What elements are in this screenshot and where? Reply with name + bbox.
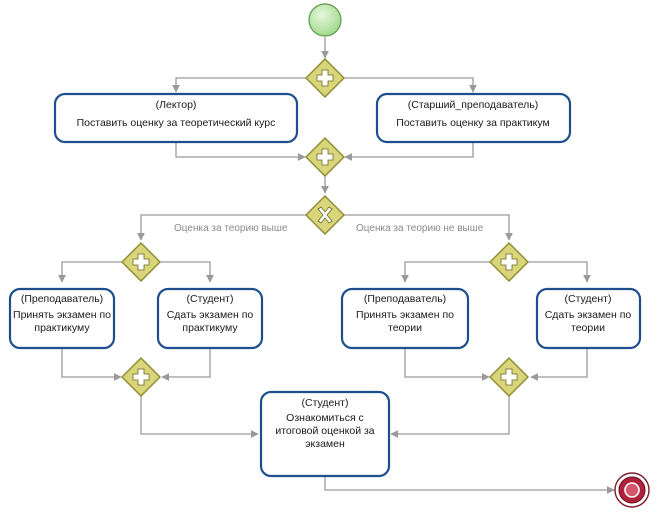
flow-right-split-to-teacher	[401, 261, 491, 283]
condition-label-not-higher: Оценка за теорию не выше	[356, 223, 484, 234]
flow-senior-to-join	[344, 143, 474, 161]
task-role: (Преподаватель)	[21, 293, 103, 305]
flow-split-to-lector	[172, 77, 306, 93]
end-event-center	[624, 482, 640, 498]
task-role: (Старший_преподаватель)	[408, 99, 538, 111]
task-teacher-practice-exam[interactable]: (Преподаватель) Принять экзамен по практ…	[8, 287, 116, 350]
task-label-line2: практикуму	[182, 322, 238, 334]
task-label-line1: Принять экзамен по	[356, 309, 454, 321]
task-role: (Лектор)	[156, 99, 197, 111]
task-label: Поставить оценку за теоретический курс	[77, 117, 276, 129]
task-label-line1: Сдать экзамен по	[545, 309, 632, 321]
flow-teacher-to-right-join	[404, 348, 490, 381]
task-role: (Студент)	[565, 293, 612, 305]
task-teacher-theory-exam[interactable]: (Преподаватель) Принять экзамен по теори…	[340, 287, 470, 350]
plus-icon	[132, 253, 150, 271]
plus-icon	[500, 368, 518, 386]
condition-label-higher: Оценка за теорию выше	[174, 223, 288, 234]
task-final-review[interactable]: (Студент) Ознакомиться с итоговой оценко…	[259, 390, 391, 478]
parallel-gateway-join-right[interactable]	[489, 357, 529, 397]
parallel-gateway-join-left[interactable]	[121, 357, 161, 397]
parallel-gateway-split-right[interactable]	[489, 242, 529, 282]
parallel-gateway-split-left[interactable]	[121, 242, 161, 282]
task-label-line2: теории	[571, 322, 605, 334]
parallel-gateway-join-top[interactable]	[305, 137, 345, 177]
task-label: Поставить оценку за практикум	[396, 117, 549, 129]
end-event[interactable]	[614, 472, 650, 508]
task-role: (Преподаватель)	[364, 293, 446, 305]
sequence-flows	[58, 37, 615, 494]
plus-icon	[316, 148, 334, 166]
task-senior-teacher[interactable]: (Старший_преподаватель) Поставить оценку…	[375, 92, 572, 144]
plus-icon	[500, 253, 518, 271]
flow-left-split-to-student	[159, 261, 214, 283]
flow-right-split-to-student	[527, 261, 591, 283]
flow-left-join-to-final	[140, 395, 259, 438]
task-label-line2: практикуму	[34, 322, 90, 334]
flow-final-to-end	[324, 476, 615, 494]
flow-decision-to-right	[344, 214, 513, 241]
task-label-line1: Принять экзамен по	[13, 309, 111, 321]
flow-student-to-right-join	[530, 348, 588, 381]
task-lector[interactable]: (Лектор) Поставить оценку за теоретическ…	[53, 92, 299, 144]
task-label-line3: экзамен	[305, 438, 345, 450]
parallel-gateway-split-top[interactable]	[305, 58, 345, 98]
task-label-line1: Ознакомиться с	[286, 412, 364, 424]
plus-icon	[132, 368, 150, 386]
start-event[interactable]	[308, 3, 342, 37]
task-label-line1: Сдать экзамен по	[167, 309, 254, 321]
task-label-line2: теории	[388, 322, 422, 334]
flow-right-join-to-final	[390, 395, 510, 438]
x-icon	[317, 206, 333, 224]
start-event-icon	[308, 3, 342, 37]
flow-student-to-left-join	[161, 348, 211, 381]
task-student-practice-exam[interactable]: (Студент) Сдать экзамен по практикуму	[156, 287, 264, 350]
flow-left-split-to-teacher	[58, 261, 123, 283]
task-label-line2: итоговой оценкой за	[275, 425, 374, 437]
plus-icon	[316, 69, 334, 87]
task-student-theory-exam[interactable]: (Студент) Сдать экзамен по теории	[535, 287, 642, 350]
exclusive-gateway-decision[interactable]	[305, 195, 345, 235]
task-role: (Студент)	[302, 397, 349, 409]
flow-teacher-to-left-join	[61, 348, 122, 381]
flow-lector-to-join	[175, 143, 306, 161]
task-role: (Студент)	[187, 293, 234, 305]
flow-decision-to-left	[137, 214, 306, 241]
flow-split-to-senior	[344, 77, 477, 93]
